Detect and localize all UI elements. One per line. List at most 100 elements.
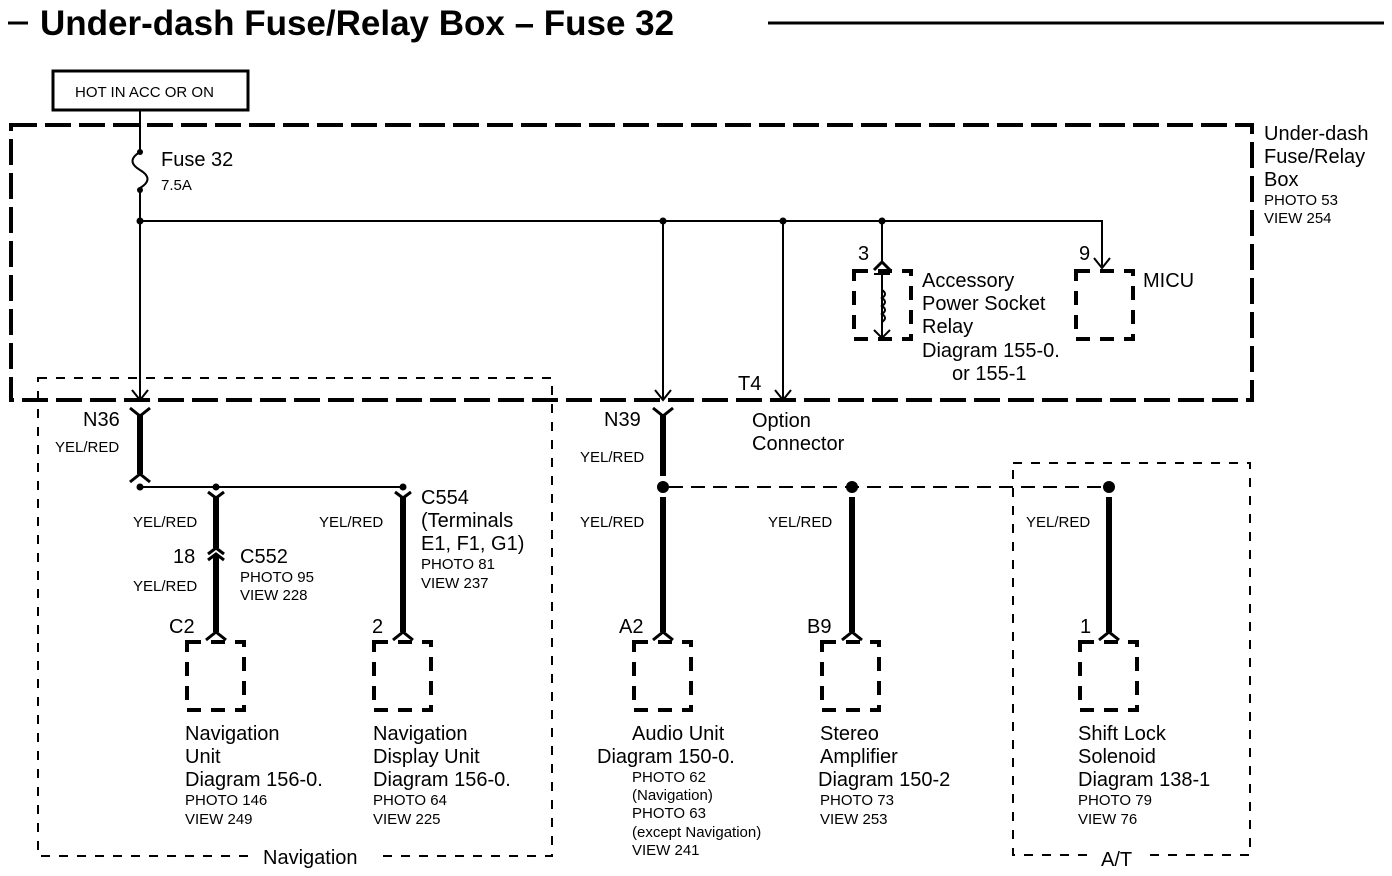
relay-label-5: or 155-1 xyxy=(952,363,1027,385)
shiftlock-terminal: 1 xyxy=(1080,616,1091,638)
c554-label-1: C554 xyxy=(421,487,469,509)
amp-box xyxy=(820,640,881,712)
c552-connector-bottom xyxy=(207,552,225,562)
nav-unit-wire-color-lower: YEL/RED xyxy=(133,578,197,595)
amp-terminal: B9 xyxy=(807,616,831,638)
audio-ref-5: VIEW 241 xyxy=(632,842,700,859)
nav-display-label-1: Navigation xyxy=(373,723,468,745)
component-stereo-amp: B9 Stereo Amplifier Diagram 150-2 PHOTO … xyxy=(807,616,950,828)
option-terminal: T4 xyxy=(738,373,761,395)
fuse-symbol xyxy=(131,151,149,189)
relay-terminal: 3 xyxy=(858,243,869,265)
relay-arrow-bottom xyxy=(873,329,891,340)
relay-label-4: Diagram 155-0. xyxy=(922,340,1060,362)
nav-unit-wire-color-upper: YEL/RED xyxy=(133,514,197,531)
nav-unit-connector-symbol xyxy=(205,630,227,642)
c554-view: VIEW 237 xyxy=(421,575,489,592)
arrow-micu xyxy=(1093,257,1111,270)
arrow-t4 xyxy=(774,389,792,402)
fuse-rating: 7.5A xyxy=(161,177,192,194)
at-group-label: A/T xyxy=(1101,849,1132,871)
relay-coil-icon xyxy=(880,289,886,323)
c552-pin: 18 xyxy=(173,546,195,568)
nav-display-label-3: Diagram 156-0. xyxy=(373,769,511,791)
audio-ref-3: PHOTO 63 xyxy=(632,805,706,822)
audio-split-node xyxy=(657,481,669,493)
amp-ref-2: VIEW 253 xyxy=(820,811,888,828)
nav-unit-box xyxy=(185,640,246,712)
fuse-box-label-2: Fuse/Relay xyxy=(1264,146,1365,168)
fuse-name: Fuse 32 xyxy=(161,149,233,171)
c552-view: VIEW 228 xyxy=(240,587,308,604)
fuse-box-label-1: Under-dash xyxy=(1264,123,1369,145)
option-label-2: Connector xyxy=(752,433,845,455)
relay-box xyxy=(852,269,913,341)
arrow-n39 xyxy=(654,389,672,402)
shiftlock-wire-color: YEL/RED xyxy=(1026,514,1090,531)
relay-connector-symbol xyxy=(872,259,892,272)
fuse-box-outline xyxy=(9,123,1254,402)
arrow-n36 xyxy=(131,389,149,402)
amp-label-2: Amplifier xyxy=(820,746,898,768)
fuse-box-view: VIEW 254 xyxy=(1264,210,1332,227)
micu-label: MICU xyxy=(1143,270,1194,292)
relay-label-3: Relay xyxy=(922,316,973,338)
nav-display-label-2: Display Unit xyxy=(373,746,480,768)
nav-display-node xyxy=(399,483,407,491)
nav-unit-terminal: C2 xyxy=(169,616,195,638)
component-shift-lock: 1 Shift Lock Solenoid Diagram 138-1 PHOT… xyxy=(1078,616,1210,828)
micu-terminal: 9 xyxy=(1079,243,1090,265)
c554-label-2: (Terminals xyxy=(421,510,513,532)
audio-wire-color: YEL/RED xyxy=(580,514,644,531)
fuse-box-label-3: Box xyxy=(1264,169,1298,191)
component-audio-unit: A2 Audio Unit Diagram 150-0. PHOTO 62 (N… xyxy=(597,616,761,859)
nav-unit-ref-1: PHOTO 146 xyxy=(185,792,267,809)
nav-display-ref-1: PHOTO 64 xyxy=(373,792,447,809)
shiftlock-label-2: Solenoid xyxy=(1078,746,1156,768)
nav-unit-node xyxy=(212,483,220,491)
nav-unit-label-2: Unit xyxy=(185,746,221,768)
nav-unit-ref-2: VIEW 249 xyxy=(185,811,253,828)
relay-label-2: Power Socket xyxy=(922,293,1046,315)
nav-display-connector-symbol xyxy=(392,630,414,642)
c554-label-3: E1, F1, G1) xyxy=(421,533,524,555)
amp-split-node xyxy=(846,481,858,493)
c554-photo: PHOTO 81 xyxy=(421,556,495,573)
audio-label-2: Diagram 150-0. xyxy=(597,746,735,768)
nav-unit-label-3: Diagram 156-0. xyxy=(185,769,323,791)
shiftlock-ref-2: VIEW 76 xyxy=(1078,811,1137,828)
audio-ref-1: PHOTO 62 xyxy=(632,769,706,786)
amp-connector-symbol xyxy=(841,630,863,642)
audio-connector-symbol xyxy=(652,630,674,642)
shiftlock-box xyxy=(1078,640,1139,712)
n39-label: N39 xyxy=(604,409,641,431)
audio-ref-2: (Navigation) xyxy=(632,787,713,804)
nav-display-wire-color: YEL/RED xyxy=(319,514,383,531)
shiftlock-label-1: Shift Lock xyxy=(1078,723,1167,745)
shiftlock-split-node xyxy=(1103,481,1115,493)
micu-box xyxy=(1074,269,1135,341)
nav-display-ref-2: VIEW 225 xyxy=(373,811,441,828)
power-source-box xyxy=(51,69,250,112)
amp-label-3: Diagram 150-2 xyxy=(818,769,950,791)
n39-wire-color: YEL/RED xyxy=(580,449,644,466)
audio-box xyxy=(632,640,693,712)
c552-name: C552 xyxy=(240,546,288,568)
c552-photo: PHOTO 95 xyxy=(240,569,314,586)
fuse-box-photo: PHOTO 53 xyxy=(1264,192,1338,209)
component-nav-unit: C2 Navigation Unit Diagram 156-0. PHOTO … xyxy=(169,616,323,828)
shiftlock-label-3: Diagram 138-1 xyxy=(1078,769,1210,791)
shiftlock-connector-symbol xyxy=(1098,630,1120,642)
n36-label: N36 xyxy=(83,409,120,431)
nav-display-box xyxy=(372,640,433,712)
bus-wire xyxy=(140,220,1103,266)
amp-ref-1: PHOTO 73 xyxy=(820,792,894,809)
amp-label-1: Stereo xyxy=(820,723,879,745)
nav-unit-label-1: Navigation xyxy=(185,723,280,745)
n36-connector-bottom xyxy=(129,472,151,484)
at-label-bg xyxy=(1095,845,1145,865)
power-source-label: HOT IN ACC OR ON xyxy=(75,84,214,101)
n36-wire-color: YEL/RED xyxy=(55,439,119,456)
page-title: Under-dash Fuse/Relay Box – Fuse 32 xyxy=(40,4,674,43)
